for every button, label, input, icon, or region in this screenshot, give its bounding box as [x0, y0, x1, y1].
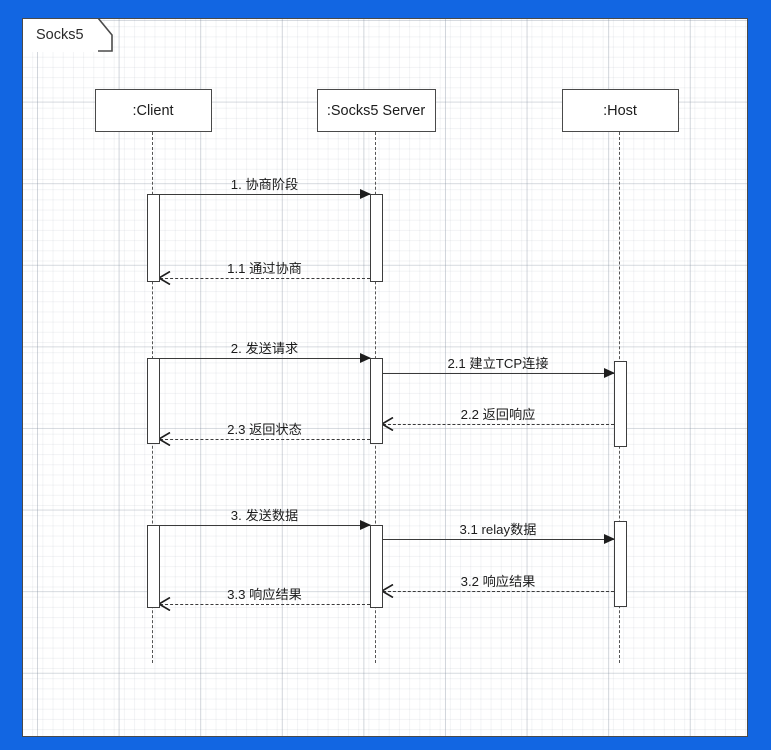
- activation-bar-host[interactable]: [613, 521, 627, 607]
- message-3-3[interactable]: 3.3 响应结果: [157, 587, 370, 611]
- message-label: 3.3 响应结果: [227, 587, 302, 602]
- sequence-diagram-frame: Socks5 :Client :Socks5 Server :Host 1. 协商阶段…: [22, 18, 748, 737]
- message-label: 2.1 建立TCP连接: [447, 356, 549, 371]
- message-label: 2.3 返回状态: [227, 422, 302, 437]
- participant-head-client[interactable]: :Client: [94, 89, 212, 132]
- message-2-2[interactable]: 2.2 返回响应: [380, 407, 614, 431]
- activation-bar-server[interactable]: [369, 358, 383, 444]
- message-label: 2.2 返回响应: [460, 407, 536, 422]
- message-3[interactable]: 3. 发送数据: [159, 508, 371, 530]
- message-3-2[interactable]: 3.2 响应结果: [380, 574, 614, 598]
- message-line: [159, 604, 370, 605]
- activation-bar-host[interactable]: [613, 361, 627, 447]
- message-label: 1. 协商阶段: [230, 177, 299, 192]
- message-line: [382, 539, 614, 540]
- arrowhead-filled-icon: [359, 519, 371, 530]
- activation-bar-server[interactable]: [369, 525, 383, 608]
- activation-bar-server[interactable]: [369, 194, 383, 282]
- arrowhead-filled-icon: [603, 533, 615, 544]
- activation-bar-client[interactable]: [146, 525, 160, 608]
- arrowhead-filled-icon: [359, 352, 371, 363]
- participant-label: :Host: [603, 102, 637, 119]
- message-line: [159, 278, 370, 279]
- message-line: [382, 591, 614, 592]
- arrowhead-filled-icon: [359, 188, 371, 199]
- activation-bar-client[interactable]: [146, 194, 160, 282]
- message-2-1[interactable]: 2.1 建立TCP连接: [382, 356, 615, 378]
- message-line: [382, 424, 614, 425]
- message-label: 2. 发送请求: [230, 341, 299, 356]
- message-line: [159, 525, 370, 526]
- message-line: [159, 194, 370, 195]
- participant-head-host[interactable]: :Host: [561, 89, 679, 132]
- participant-head-server[interactable]: :Socks5 Server: [316, 89, 436, 132]
- message-label: 3.2 响应结果: [460, 574, 536, 589]
- participant-label: :Client: [132, 102, 174, 119]
- message-2-3[interactable]: 2.3 返回状态: [157, 422, 370, 446]
- message-1-1[interactable]: 1.1 通过协商: [157, 261, 370, 285]
- message-1[interactable]: 1. 协商阶段: [159, 177, 371, 199]
- frame-label: Socks5: [23, 19, 98, 52]
- message-line: [159, 439, 370, 440]
- message-line: [159, 358, 370, 359]
- message-label: 1.1 通过协商: [227, 261, 302, 276]
- message-line: [382, 373, 614, 374]
- message-label: 3. 发送数据: [230, 508, 299, 523]
- message-3-1[interactable]: 3.1 relay数据: [382, 522, 615, 544]
- activation-bar-client[interactable]: [146, 358, 160, 444]
- arrowhead-filled-icon: [603, 367, 615, 378]
- participant-label: :Socks5 Server: [326, 102, 426, 119]
- message-label: 3.1 relay数据: [459, 522, 537, 537]
- message-2[interactable]: 2. 发送请求: [159, 341, 371, 363]
